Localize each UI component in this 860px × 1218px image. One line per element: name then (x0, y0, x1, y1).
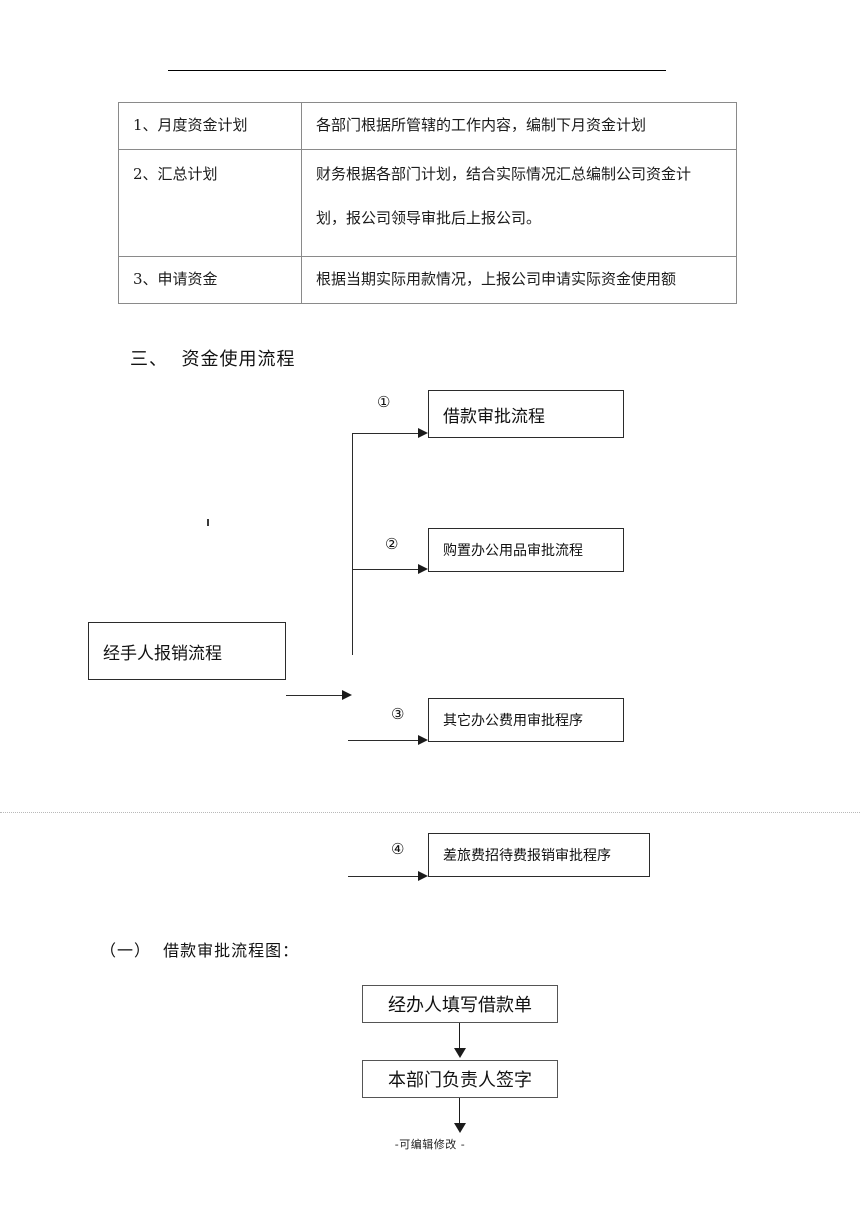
step-box-fill-loan-form: 经办人填写借款单 (362, 985, 558, 1023)
step-box-department-head-signature: 本部门负责人签字 (362, 1060, 558, 1098)
description-line: 划，报公司领导审批后上报公司。 (316, 208, 542, 227)
subsection-heading-one: （一） 借款审批流程图： (100, 941, 300, 960)
arrow-head-icon (418, 871, 428, 881)
branch-marker-4: ④ (391, 840, 405, 858)
flow-box-travel-entertainment-reimbursement: 差旅费招待费报销审批程序 (428, 833, 650, 877)
flow-box-office-supplies-approval: 购置办公用品审批流程 (428, 528, 624, 572)
top-horizontal-rule (168, 70, 666, 71)
arrow-head-icon (418, 428, 428, 438)
table-cell-label: 1、月度资金计划 (118, 102, 302, 150)
flow-branch-line-2 (352, 569, 420, 570)
table-cell-label: 3、申请资金 (118, 256, 302, 304)
down-connector-line (459, 1098, 460, 1124)
section-heading-three: 三、 资金使用流程 (130, 349, 296, 370)
dotted-page-divider (0, 812, 860, 813)
table-cell-description: 根据当期实际用款情况，上报公司申请实际资金使用额 (301, 256, 737, 304)
table-row: 1、月度资金计划 各部门根据所管辖的工作内容，编制下月资金计划 (118, 102, 737, 150)
flow-branch-line-1 (352, 433, 420, 434)
table-row: 2、汇总计划 财务根据各部门计划，结合实际情况汇总编制公司资金计 划，报公司领导… (118, 149, 737, 257)
flow-box-other-office-expense-approval: 其它办公费用审批程序 (428, 698, 624, 742)
branch-marker-3: ③ (391, 705, 405, 723)
arrow-head-icon (418, 564, 428, 574)
flow-trunk-line (352, 433, 353, 655)
footer-note: -可编辑修改 - (394, 1138, 466, 1151)
flow-box-loan-approval: 借款审批流程 (428, 390, 624, 438)
branch-marker-2: ② (385, 535, 399, 553)
flow-branch-line-4 (348, 876, 420, 877)
table-cell-description: 财务根据各部门计划，结合实际情况汇总编制公司资金计 划，报公司领导审批后上报公司… (301, 149, 737, 257)
arrow-head-down-icon (454, 1123, 466, 1133)
flow-branch-line-3 (348, 740, 420, 741)
branch-marker-1: ① (377, 393, 391, 411)
table-cell-description: 各部门根据所管辖的工作内容，编制下月资金计划 (301, 102, 737, 150)
down-connector-line (459, 1023, 460, 1049)
table-cell-label: 2、汇总计划 (118, 149, 302, 257)
arrow-head-icon (342, 690, 352, 700)
flow-box-source: 经手人报销流程 (88, 622, 286, 680)
fund-plan-table: 1、月度资金计划 各部门根据所管辖的工作内容，编制下月资金计划 2、汇总计划 财… (118, 102, 737, 304)
table-row: 3、申请资金 根据当期实际用款情况，上报公司申请实际资金使用额 (118, 256, 737, 304)
description-line: 财务根据各部门计划，结合实际情况汇总编制公司资金计 (316, 165, 692, 183)
arrow-head-down-icon (454, 1048, 466, 1058)
flow-stub-line (286, 695, 344, 696)
arrow-head-icon (418, 735, 428, 745)
stray-mark (207, 519, 209, 526)
